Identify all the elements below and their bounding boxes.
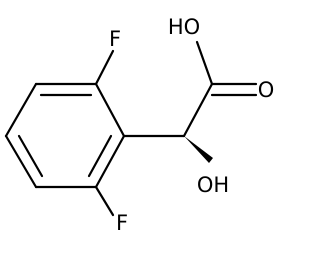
ring-bond-top-left bbox=[4, 82, 38, 138]
bond-carboxyl-to-oh bbox=[195, 40, 214, 86]
molecule-structure: F F HO O OH bbox=[4, 15, 275, 235]
fluorine-top-label: F bbox=[109, 27, 121, 51]
carbonyl-oxygen-label: O bbox=[258, 78, 275, 102]
ring-bond-bottom-right bbox=[94, 134, 126, 189]
ring-bond-bottom-left bbox=[4, 134, 38, 189]
stereo-wedge-bond bbox=[184, 136, 213, 163]
carboxyl-hydroxyl-label: HO bbox=[168, 15, 200, 39]
benzene-ring bbox=[4, 82, 126, 189]
hydroxyl-label: OH bbox=[197, 173, 229, 197]
bond-to-fluorine-bottom bbox=[94, 185, 115, 217]
ring-bond-top-right bbox=[94, 82, 126, 138]
bond-alpha-to-carboxyl-carbon bbox=[182, 82, 214, 138]
bond-to-fluorine-top bbox=[94, 49, 115, 86]
ring-inner-bond-right bbox=[87, 134, 113, 178]
ring-inner-bond-left bbox=[17, 134, 44, 178]
fluorine-bottom-label: F bbox=[116, 211, 128, 235]
